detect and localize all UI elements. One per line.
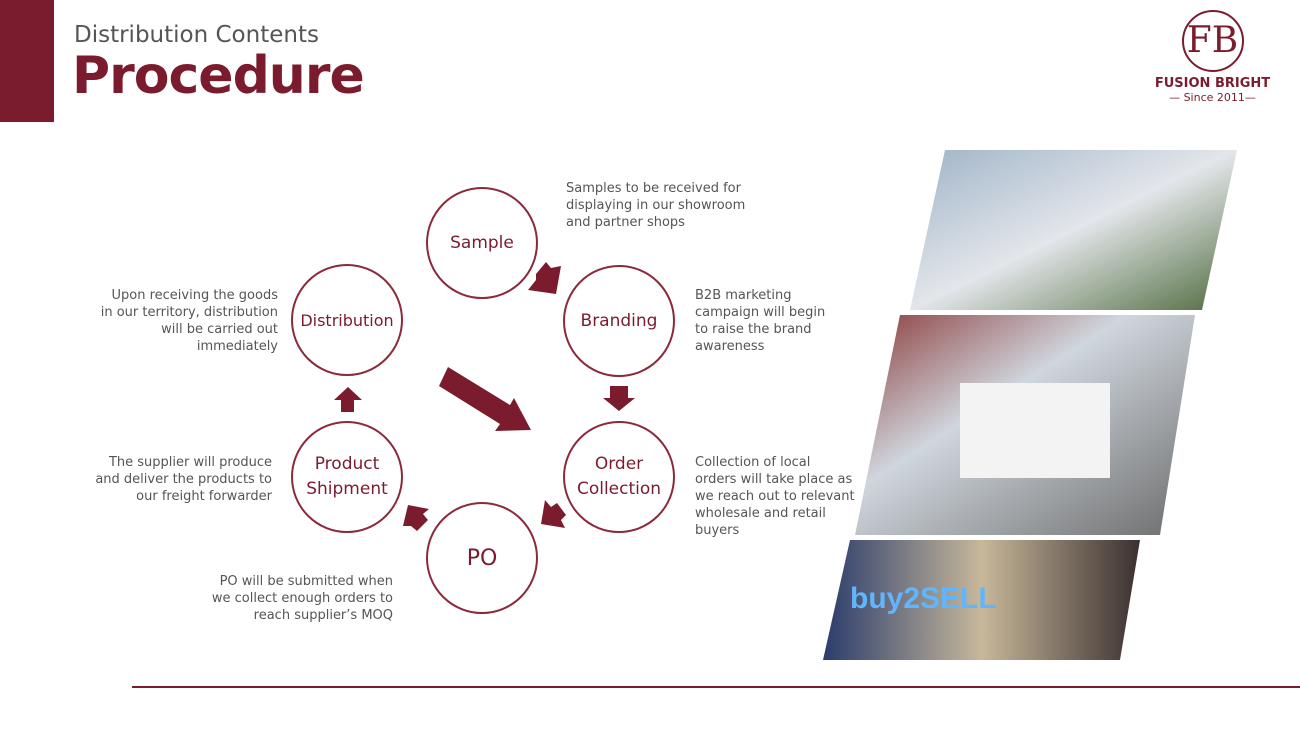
company-logo: FB FUSION BRIGHT — Since 2011—: [1150, 10, 1275, 104]
logo-mark: FB: [1181, 10, 1244, 72]
circle-sample: [426, 187, 538, 299]
arrow-order-po: [541, 500, 566, 528]
arrow-branding-order: [603, 386, 635, 411]
photo-showroom: [910, 150, 1237, 310]
circle-product-shipment: [291, 421, 403, 533]
step-branding: Branding: [580, 310, 658, 331]
desc-branding: B2B marketing campaign will begin to rai…: [695, 288, 826, 354]
step-product-shipment: Product Shipment: [306, 454, 388, 499]
step-po: PO: [466, 545, 498, 571]
page-subtitle: Distribution Contents: [74, 22, 319, 48]
arrow-po-shipment: [403, 505, 429, 531]
footer-divider: [132, 686, 1300, 688]
circle-po: [426, 502, 538, 614]
desc-po: PO will be submitted when we collect eno…: [211, 574, 393, 623]
circle-order-collection: [563, 421, 675, 533]
logo-since: — Since 2011—: [1169, 91, 1256, 104]
step-sample: Sample: [450, 232, 514, 253]
desc-order-collection: Collection of local orders will take pla…: [695, 455, 855, 538]
step-order-collection: Order Collection: [576, 454, 662, 499]
step-distribution: Distribution: [300, 310, 394, 330]
page-title: Procedure: [72, 46, 365, 106]
desc-product-shipment: The supplier will produce and deliver th…: [95, 455, 272, 504]
photo-collage: buy2SELL: [823, 150, 1237, 660]
photo-store: [823, 540, 1140, 660]
logo-name: FUSION BRIGHT: [1154, 76, 1271, 91]
svg-text:buy2SELL: buy2SELL: [850, 582, 997, 615]
arrow-shipment-distribution: [334, 387, 362, 412]
arrow-diagonal-center: [439, 367, 531, 431]
arrow-sample-branding: [528, 262, 561, 294]
desc-sample: Samples to be received for displaying in…: [566, 181, 746, 230]
desc-distribution: Upon receiving the goods in our territor…: [100, 288, 278, 354]
circle-branding: [563, 265, 675, 377]
circle-distribution: [291, 264, 403, 376]
truck-box: [960, 383, 1110, 478]
accent-bar: [0, 0, 54, 122]
